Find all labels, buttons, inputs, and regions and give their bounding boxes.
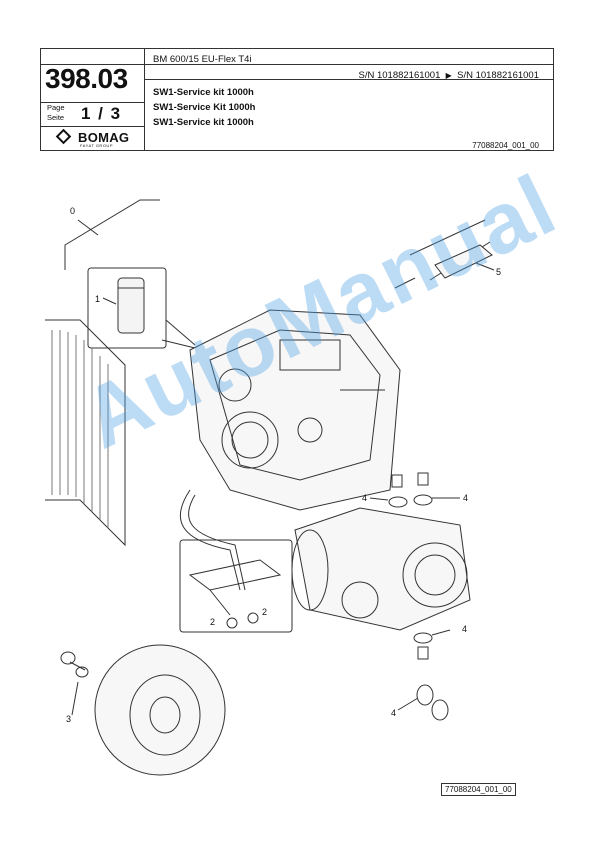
callout-0: 0 <box>70 206 76 216</box>
figure-reference: 77088204_001_00 <box>441 783 516 796</box>
page-label: Page Seite <box>47 103 65 123</box>
callout-4: 4 <box>462 624 468 634</box>
divider <box>144 79 553 80</box>
callout-4: 4 <box>362 493 368 503</box>
divider <box>144 49 145 150</box>
page-number: 1 / 3 <box>81 104 121 123</box>
part-number: 398.03 <box>45 63 128 94</box>
logo-text: BOMAG <box>78 130 130 145</box>
kit-title: SW1-Service kit 1000h <box>153 87 254 98</box>
callout-1: 1 <box>95 294 101 304</box>
divider <box>41 102 144 103</box>
title-block: BM 600/15 EU-Flex T4i S/N 101882161001 ▶… <box>40 48 554 151</box>
divider <box>41 126 144 127</box>
bomag-diamond-icon <box>55 128 72 145</box>
model-name: BM 600/15 EU-Flex T4i <box>153 54 252 65</box>
bomag-logo: BOMAG FAYAT GROUP <box>55 128 135 149</box>
exploded-parts-diagram <box>45 199 495 776</box>
page-label-en: Page <box>47 103 65 112</box>
callout-4: 4 <box>391 708 397 718</box>
callout-3: 3 <box>66 714 72 724</box>
document-reference: 77088204_001_00 <box>472 141 539 150</box>
callout-2: 2 <box>210 617 216 627</box>
serial-from: S/N 101882161001 <box>358 70 441 81</box>
logo-subtext: FAYAT GROUP <box>80 143 113 148</box>
callout-2: 2 <box>262 607 268 617</box>
kit-title: SW1-Service Kit 1000h <box>153 102 256 113</box>
divider <box>41 64 553 65</box>
page-label-de: Seite <box>47 113 65 122</box>
serial-to: S/N 101882161001 <box>457 70 539 81</box>
callout-5: 5 <box>496 267 502 277</box>
callout-4: 4 <box>463 493 469 503</box>
kit-title: SW1-Service kit 1000h <box>153 117 254 128</box>
serial-range: S/N 101882161001 ▶ S/N 101882161001 <box>359 70 540 81</box>
kit-titles: SW1-Service kit 1000h SW1-Service Kit 10… <box>153 85 255 130</box>
arrow-right-icon: ▶ <box>445 71 452 80</box>
